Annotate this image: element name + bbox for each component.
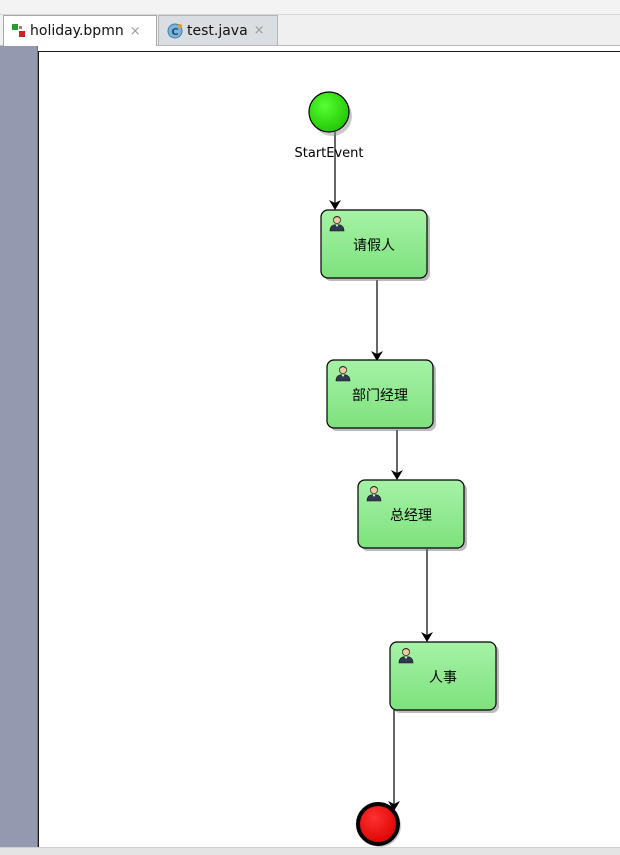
user-task-2[interactable]: 部门经理 <box>326 359 436 431</box>
canvas-top-gap <box>38 46 620 51</box>
start-event-label: StartEvent <box>295 146 364 161</box>
start-event[interactable] <box>308 91 352 136</box>
java-class-icon: C <box>167 23 183 39</box>
title-strip <box>0 0 620 15</box>
tab-label: test.java <box>187 22 248 39</box>
user-task-1[interactable]: 请假人 <box>320 209 430 281</box>
bpmn-file-icon <box>12 24 26 38</box>
tab-holiday-bpmn[interactable]: holiday.bpmn × <box>3 15 157 46</box>
editor-tab-bar: holiday.bpmn × C test.java × <box>0 15 620 46</box>
tab-test-java[interactable]: C test.java × <box>158 15 278 45</box>
bpmn-diagram: StartEvent 请假人 部门经理 总经理 <box>295 91 499 847</box>
horizontal-scrollbar[interactable] <box>0 847 620 855</box>
task-label: 人事 <box>429 670 457 686</box>
task-label: 总经理 <box>390 508 432 524</box>
bpmn-canvas[interactable]: StartEvent 请假人 部门经理 总经理 <box>38 51 620 848</box>
left-ruler <box>0 46 38 855</box>
user-task-3[interactable]: 总经理 <box>357 479 467 551</box>
task-label: 部门经理 <box>352 388 408 404</box>
close-icon[interactable]: × <box>253 23 265 38</box>
close-icon[interactable]: × <box>129 23 141 39</box>
svg-text:C: C <box>171 27 178 38</box>
user-task-4[interactable]: 人事 <box>389 641 499 713</box>
end-event[interactable] <box>356 802 401 847</box>
tab-label: holiday.bpmn <box>30 23 124 39</box>
task-label: 请假人 <box>353 238 395 254</box>
